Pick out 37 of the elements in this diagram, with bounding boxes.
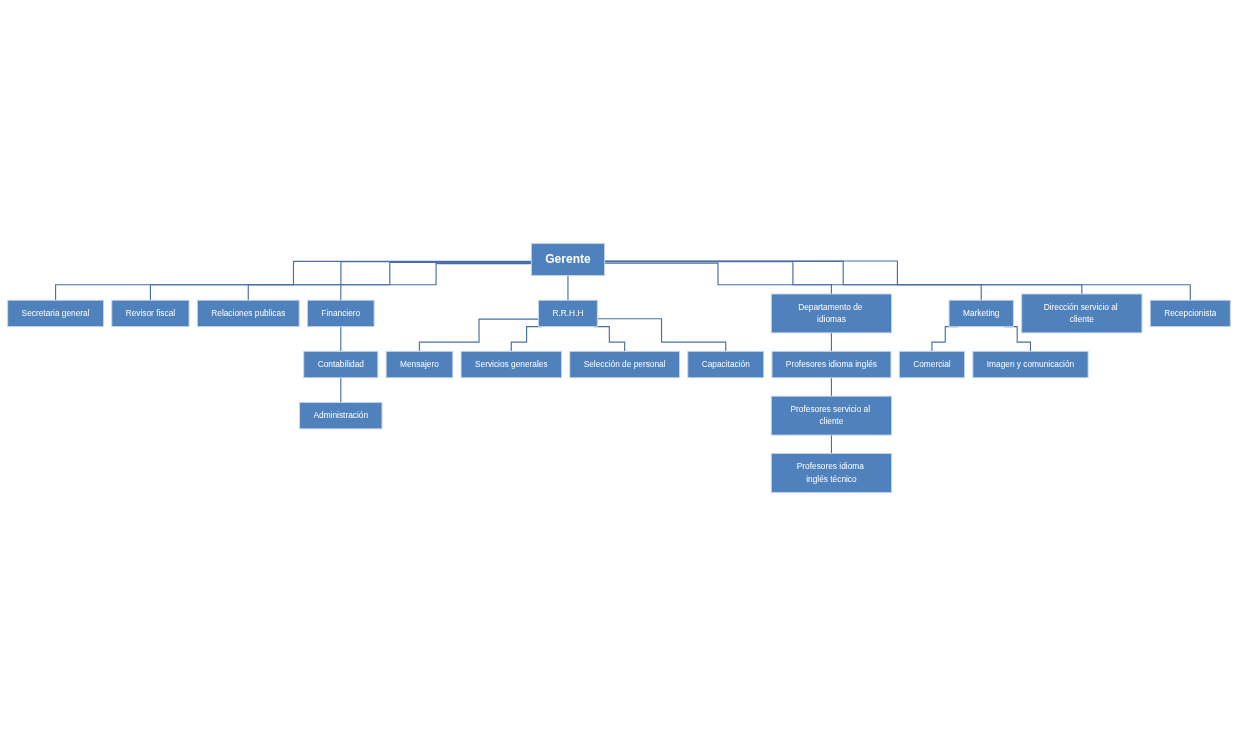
- node-box: Comercial: [898, 350, 965, 379]
- connector: [54, 260, 532, 301]
- node-box: Servicios generales: [460, 350, 562, 379]
- node-box: Dirección servicio al cliente: [1020, 293, 1142, 334]
- connector: [418, 318, 539, 352]
- node-box: Gerente: [530, 243, 605, 276]
- connector: [339, 326, 341, 352]
- node-box: Recepcionista: [1149, 299, 1231, 328]
- connector: [830, 434, 832, 455]
- connector: [830, 377, 832, 397]
- node-box: Contabilidad: [302, 350, 378, 379]
- connector: [566, 274, 569, 301]
- connector: [603, 262, 832, 295]
- node-box: Relaciones publicas: [196, 299, 300, 328]
- connector: [596, 318, 726, 352]
- node-box: Marketing: [948, 299, 1014, 328]
- node-box: Profesores idioma inglés técnico: [770, 453, 892, 493]
- connector: [603, 260, 1082, 295]
- connector: [603, 260, 1191, 301]
- connector: [830, 332, 832, 352]
- connector: [339, 263, 532, 301]
- connector: [339, 377, 341, 404]
- node-box: Profesores idioma inglés: [771, 350, 891, 379]
- connector: [247, 261, 532, 301]
- node-box: Capacitación: [686, 350, 764, 379]
- node-box: Departamento de idiomas: [770, 293, 892, 334]
- connector: [149, 261, 532, 301]
- node-box: R.R.H.H: [537, 299, 598, 328]
- node-box: Secretaria general: [6, 299, 104, 328]
- node-box: Imagen y comunicación: [971, 350, 1089, 379]
- node-box: Financiero: [306, 299, 375, 328]
- node-box: Selección de personal: [568, 350, 680, 379]
- node-box: Administración: [298, 402, 382, 430]
- node-box: Profesores servicio al cliente: [770, 395, 892, 436]
- node-box: Revisor fiscal: [110, 299, 189, 328]
- node-box: Mensajero: [385, 350, 453, 379]
- connector: [603, 261, 982, 301]
